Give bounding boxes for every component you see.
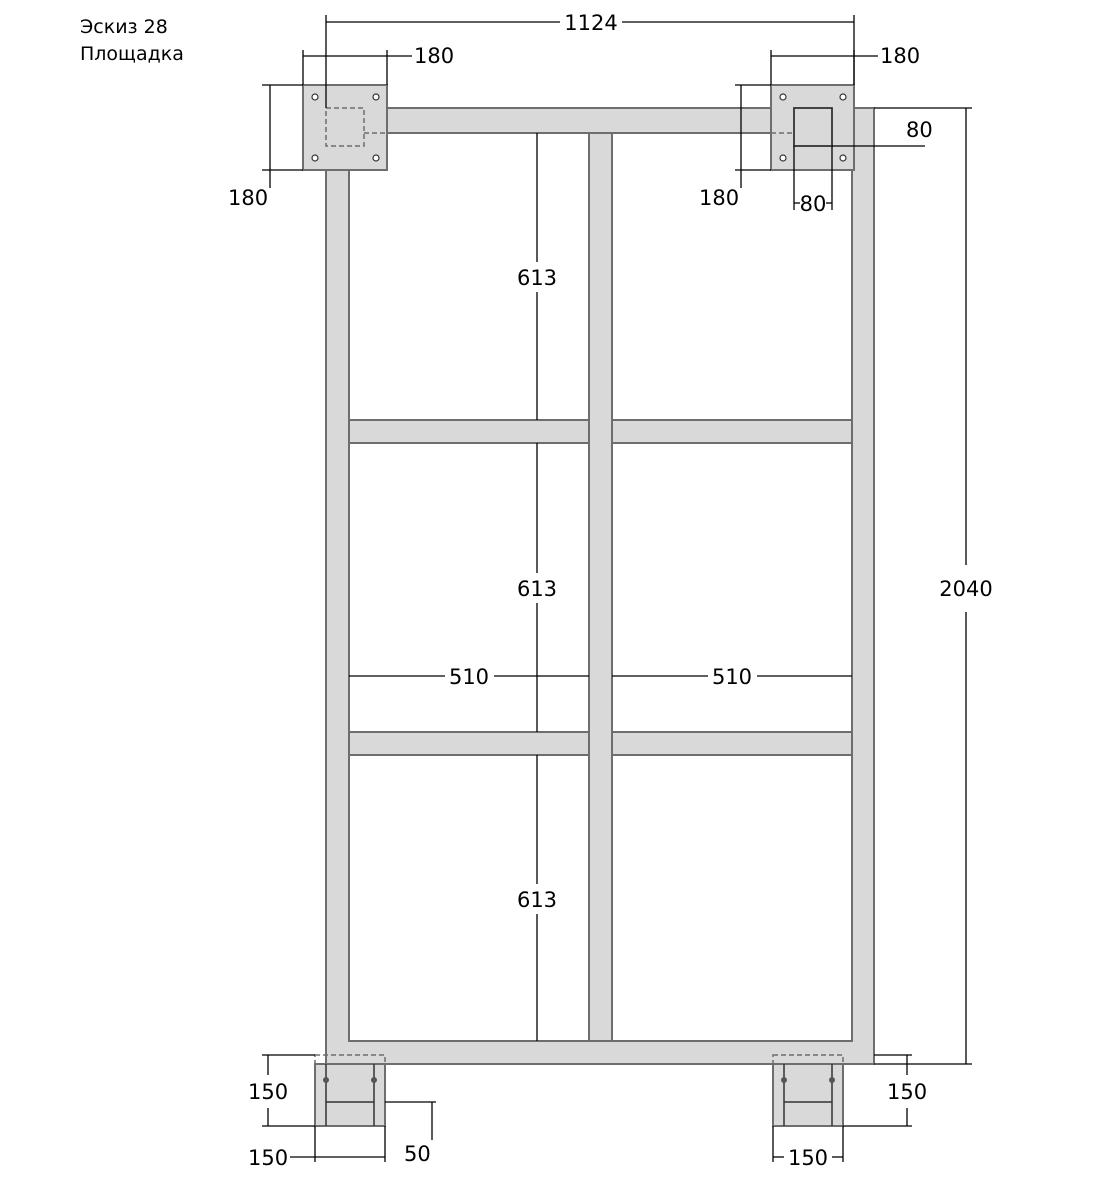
cell-height-2-label: 613 bbox=[517, 577, 557, 601]
bolt-hole bbox=[311, 154, 319, 162]
bottom-right-plate-outline bbox=[772, 1054, 844, 1127]
bottom-right-plate-height-label: 150 bbox=[887, 1080, 927, 1104]
bottom-left-plate-width-label: 150 bbox=[248, 1146, 288, 1170]
top-left-plate bbox=[302, 84, 388, 171]
sketch-subtitle: Площадка bbox=[80, 43, 184, 65]
bolt-hole bbox=[779, 93, 787, 101]
top-right-post-depth-label: 80 bbox=[800, 192, 827, 216]
top-left-post-outline bbox=[325, 107, 365, 147]
bolt-hole bbox=[779, 154, 787, 162]
bolt-hole bbox=[781, 1077, 787, 1083]
dimension-labels: 1124 180 180 180 180 80 80 2040 613 613 … bbox=[228, 11, 993, 1170]
cell-width-right-label: 510 bbox=[712, 665, 752, 689]
bolt-hole bbox=[372, 154, 380, 162]
bolt-hole bbox=[829, 1077, 835, 1083]
bottom-right-post-outline bbox=[783, 1064, 833, 1126]
cell-height-3-label: 613 bbox=[517, 888, 557, 912]
bolt-hole bbox=[839, 154, 847, 162]
bottom-left-post-offset-label: 50 bbox=[404, 1142, 431, 1166]
cross-member-lower-right bbox=[611, 731, 853, 756]
bottom-right-foot bbox=[772, 1054, 844, 1127]
top-right-post-width-label: 80 bbox=[906, 118, 933, 142]
bottom-left-plate-height-label: 150 bbox=[248, 1080, 288, 1104]
bolt-hole bbox=[311, 93, 319, 101]
cross-member-upper-right bbox=[611, 419, 853, 444]
sketch-title-block: Эскиз 28 Площадка bbox=[80, 14, 184, 68]
bottom-right-plate-width-label: 150 bbox=[788, 1146, 828, 1170]
top-right-plate-height-label: 180 bbox=[699, 186, 739, 210]
cross-member-upper-left bbox=[348, 419, 590, 444]
bolt-hole bbox=[371, 1077, 377, 1083]
dimension-lines bbox=[262, 15, 972, 1162]
sketch-title: Эскиз 28 bbox=[80, 16, 168, 38]
top-right-plate-width-label: 180 bbox=[880, 44, 920, 68]
center-post-member bbox=[588, 132, 613, 1042]
cell-width-left-label: 510 bbox=[449, 665, 489, 689]
bolt-hole bbox=[839, 93, 847, 101]
bottom-left-post-outline bbox=[325, 1064, 375, 1126]
top-right-post bbox=[793, 107, 833, 147]
top-left-bolt-holes bbox=[311, 93, 380, 162]
cell-height-1-label: 613 bbox=[517, 266, 557, 290]
top-right-bolt-holes bbox=[779, 93, 847, 162]
overall-height-label: 2040 bbox=[939, 577, 992, 601]
bottom-left-plate-outline bbox=[314, 1054, 386, 1127]
top-left-plate-width-label: 180 bbox=[414, 44, 454, 68]
top-right-plate bbox=[770, 84, 855, 171]
bottom-left-foot bbox=[314, 1054, 386, 1127]
bolt-hole bbox=[323, 1077, 329, 1083]
cross-member-lower-left bbox=[348, 731, 590, 756]
overall-width-label: 1124 bbox=[564, 11, 617, 35]
frame bbox=[325, 107, 875, 1065]
top-left-plate-height-label: 180 bbox=[228, 186, 268, 210]
bolt-hole bbox=[372, 93, 380, 101]
